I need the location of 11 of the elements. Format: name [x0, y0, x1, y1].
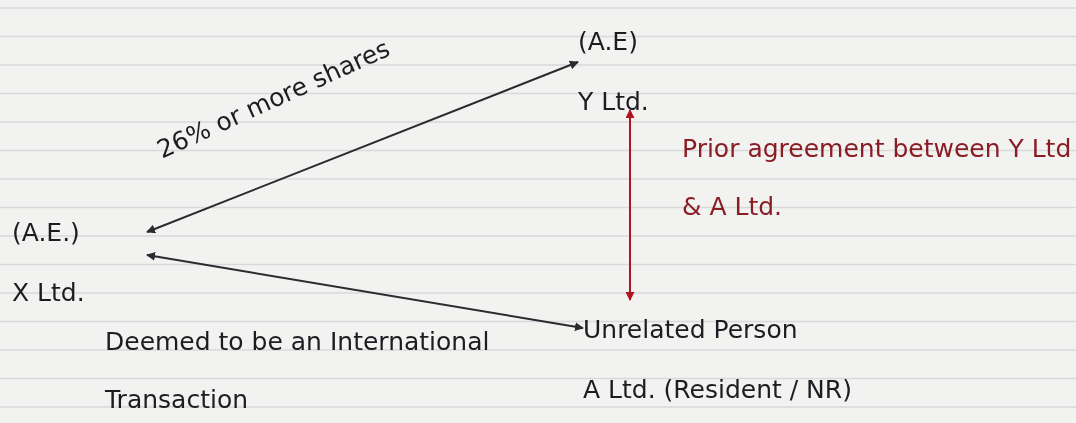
- double-headed-arrow: [146, 60, 579, 234]
- node-text: (A.E): [578, 26, 638, 58]
- node-text: Y Ltd.: [578, 86, 649, 118]
- node-text: X Ltd.: [12, 277, 85, 309]
- double-headed-arrow: [146, 251, 584, 332]
- double-headed-arrow: [625, 109, 635, 301]
- node-text: (A.E.): [12, 217, 80, 249]
- node-text: A Ltd. (Resident / NR): [583, 374, 852, 406]
- edge-label: Prior agreement between Y Ltd & A Ltd.: [682, 133, 1072, 223]
- node-text: Unrelated Person: [583, 314, 798, 346]
- note-text: Deemed to be an International Transaction: [105, 326, 491, 416]
